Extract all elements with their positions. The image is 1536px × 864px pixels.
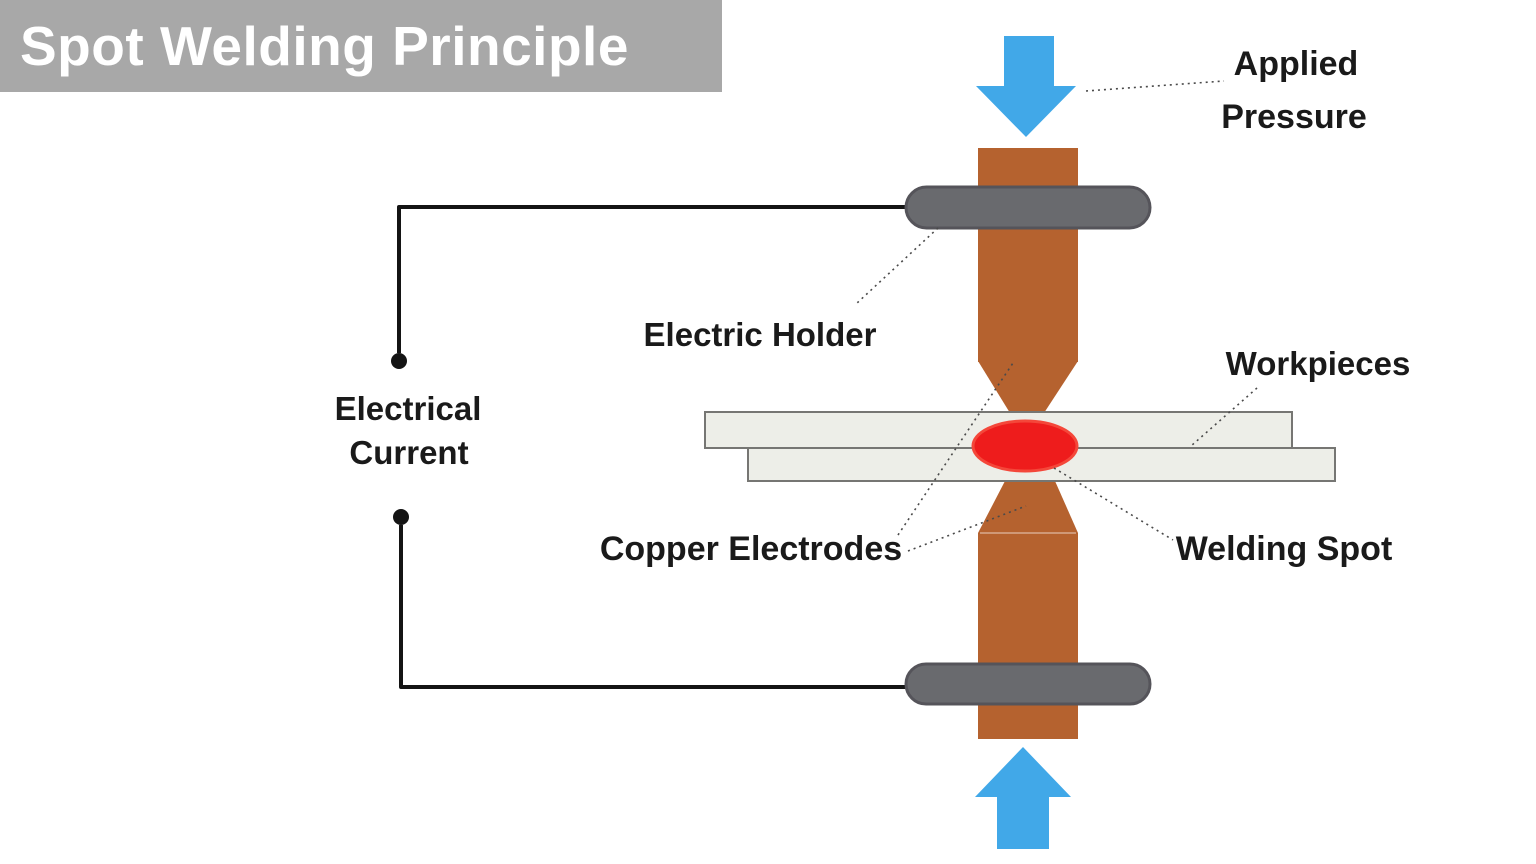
wire-terminal-dot-top <box>391 353 407 369</box>
leader-applied-pressure <box>1085 80 1225 92</box>
electrical-current-label-line1: Electrical <box>335 390 482 427</box>
leader-workpieces <box>1190 387 1258 447</box>
welding-spot-nugget <box>971 419 1079 473</box>
pressure-arrow-down-icon <box>976 36 1076 137</box>
bottom-copper-electrode-tip <box>978 481 1078 533</box>
applied-pressure-label-line2: Pressure <box>1221 98 1367 136</box>
welding-spot-label: Welding Spot <box>1176 530 1393 568</box>
top-copper-electrode-body <box>978 148 1078 362</box>
applied-pressure-label-line1: Applied <box>1234 45 1359 83</box>
electric-holder-label: Electric Holder <box>644 316 877 353</box>
leader-copper-electrodes-top <box>897 362 1014 536</box>
pressure-arrow-up-icon <box>975 747 1071 849</box>
circuit-wire-top <box>397 205 922 353</box>
leader-electric-holder <box>855 227 939 305</box>
page-title: Spot Welding Principle <box>0 0 722 92</box>
bottom-electric-holder <box>904 662 1152 706</box>
workpieces-label: Workpieces <box>1226 345 1411 382</box>
bottom-copper-electrode-body <box>978 533 1078 739</box>
top-electric-holder <box>904 185 1152 230</box>
circuit-wire-bottom <box>399 525 922 689</box>
top-copper-electrode-tip <box>978 361 1078 413</box>
wire-terminal-dot-bottom <box>393 509 409 525</box>
copper-electrodes-label: Copper Electrodes <box>600 530 902 568</box>
leader-welding-spot <box>1053 467 1174 541</box>
electrical-current-label-line2: Current <box>349 434 468 471</box>
